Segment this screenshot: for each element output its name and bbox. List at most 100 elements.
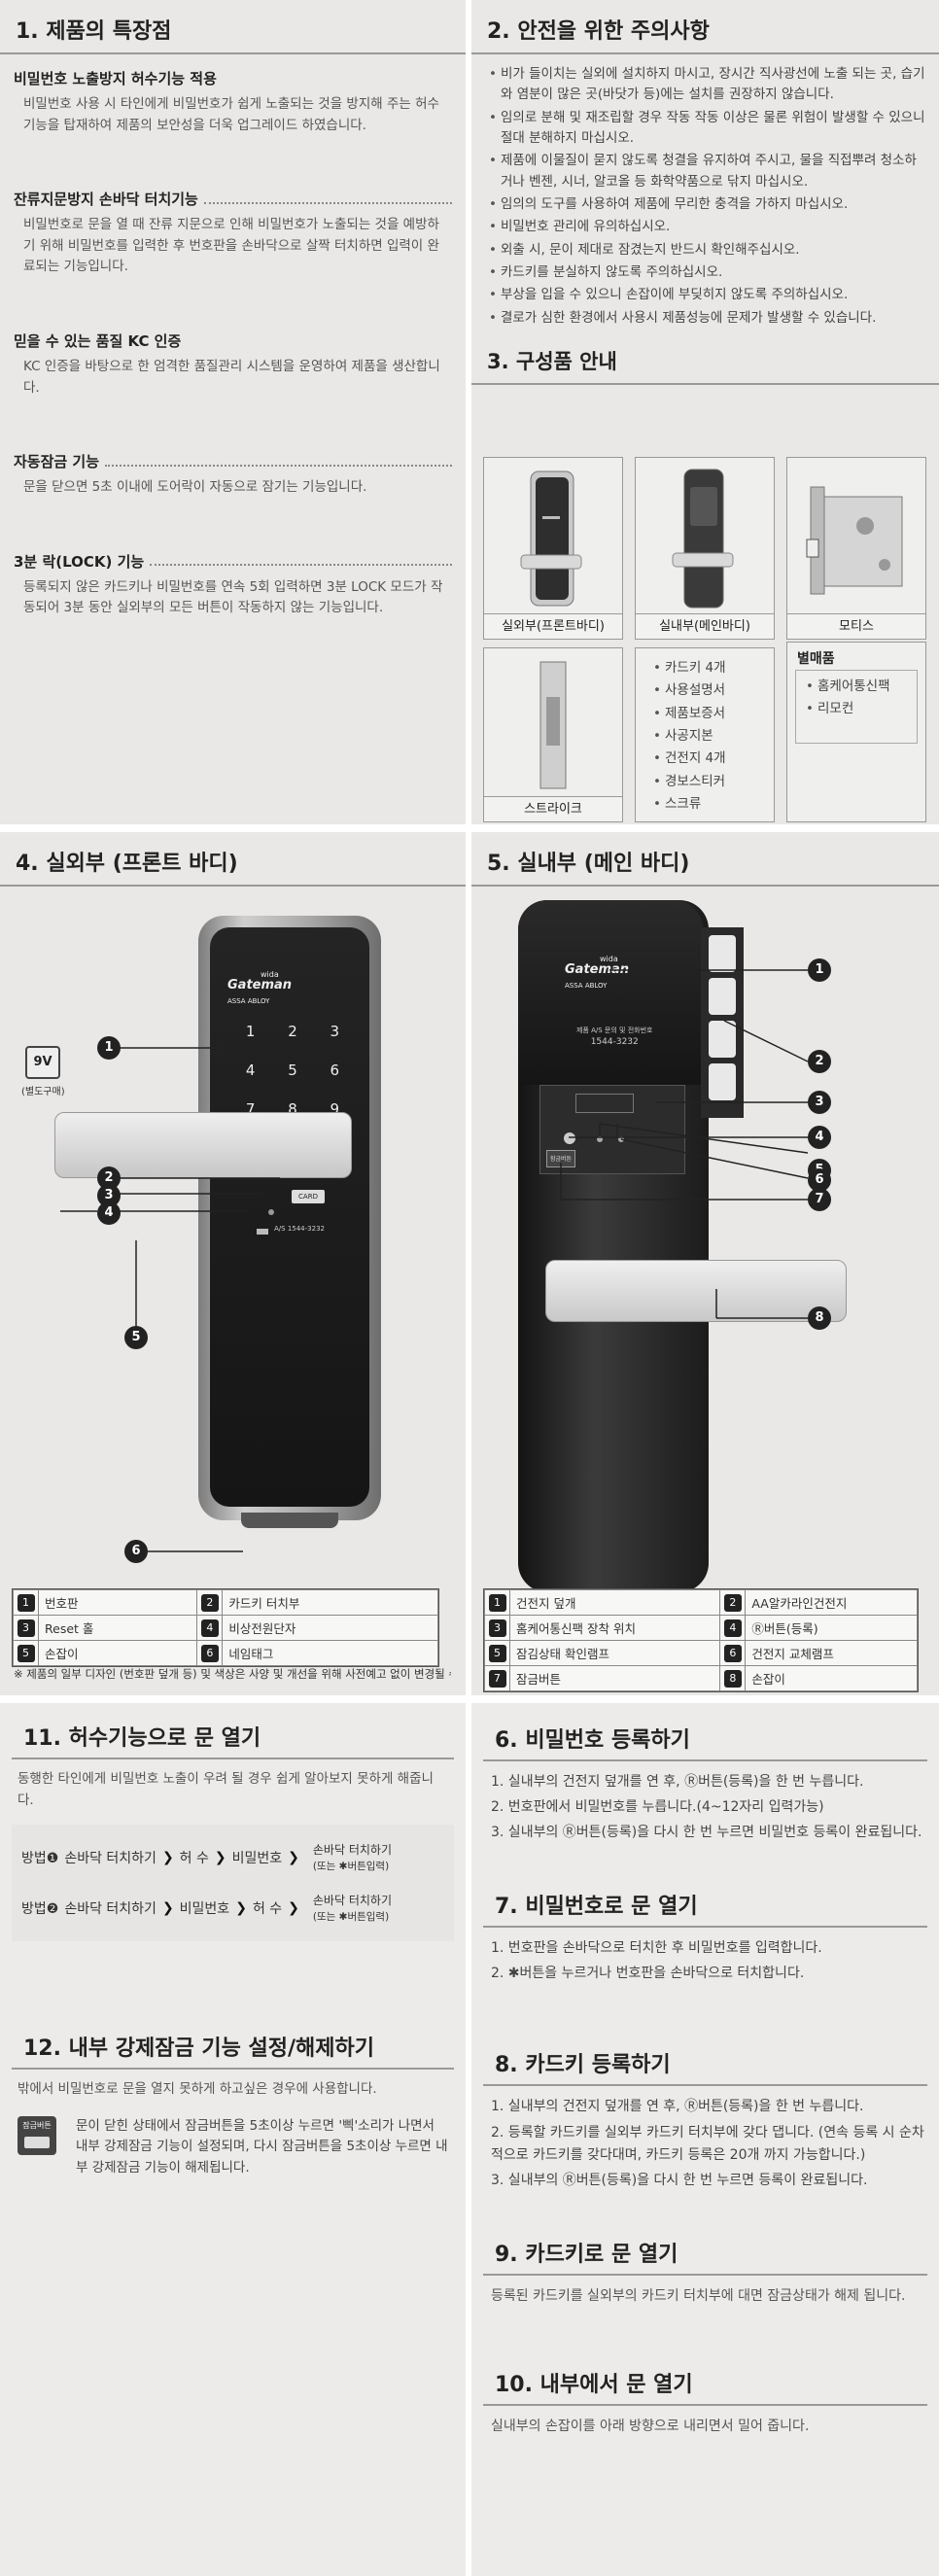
- dotted-leader: [150, 564, 452, 567]
- keypad-key[interactable]: 1: [245, 1023, 256, 1040]
- components-title: 3. 구성품 안내: [471, 338, 939, 385]
- method-2: 방법❷ 손바닥 터치하기❯ 비밀번호❯ 허 수❯ 손바닥 터치하기(또는 ✱버튼…: [21, 1894, 392, 1924]
- step-item: 2. ✱버튼을 누르거나 번호판을 손바닥으로 터치합니다.: [491, 1966, 805, 1982]
- legend-number: 6: [723, 1644, 742, 1662]
- comp-front-caption: 실외부(프론트바디): [484, 613, 622, 639]
- card-register-steps: 1. 실내부의 건전지 덮개를 연 후, Ⓡ버튼(등록)을 한 번 누릅니다. 2…: [471, 2096, 939, 2191]
- accessory-item: 건전지 4개: [653, 748, 770, 770]
- legend-label: 비상전원단자: [222, 1615, 438, 1641]
- callout-badge: 7: [808, 1188, 831, 1211]
- legend-label: 손잡이: [745, 1665, 918, 1691]
- feature-title: 잔류지문방지 손바닥 터치기능: [14, 189, 452, 209]
- step-item: 3. 실내부의 Ⓡ버튼(등록)을 다시 한 번 누르면 비밀번호 등록이 완료됩…: [491, 1825, 922, 1841]
- front-handle[interactable]: [54, 1112, 352, 1178]
- emergency-power-terminal: [257, 1229, 268, 1235]
- step-item: 1. 실내부의 건전지 덮개를 연 후, Ⓡ버튼(등록)을 한 번 누릅니다.: [491, 1774, 864, 1790]
- keypad-key[interactable]: 4: [245, 1062, 256, 1079]
- as-phone-text: A/S 1544-3232: [274, 1225, 325, 1233]
- arrow-icon: ❯: [161, 1850, 174, 1866]
- keypad-key[interactable]: 8: [288, 1100, 297, 1118]
- step-item: 1. 실내부의 건전지 덮개를 연 후, Ⓡ버튼(등록)을 한 번 누릅니다.: [491, 2099, 864, 2115]
- battery-cover[interactable]: wida Gateman ASSA ABLOY 제품 A/S 문의 및 전화번호…: [518, 900, 703, 1085]
- step-item: 2. 등록할 카드키를 실외부 카드키 터치부에 갖다 댑니다. (연속 등록 …: [491, 2124, 924, 2163]
- feature-desc: 비밀번호로 문을 열 때 잔류 지문으로 인해 비밀번호가 노출되는 것을 예방…: [23, 217, 439, 275]
- panel-front-body: 4. 실외부 (프론트 바디) wida Gateman ASSA ABLOY …: [0, 832, 466, 1695]
- dotted-leader: [105, 464, 452, 467]
- legend-label: Ⓡ버튼(등록): [745, 1615, 918, 1641]
- comp-mortise-caption: 모티스: [787, 613, 925, 639]
- callout-badge: 8: [808, 1306, 831, 1330]
- main-handle[interactable]: [545, 1260, 847, 1322]
- callout-badge: 2: [808, 1050, 831, 1073]
- accessory-item: 카드키 4개: [653, 658, 770, 679]
- lock-status-lamp: [597, 1136, 603, 1142]
- battery-9v-icon: 9V: [25, 1046, 60, 1079]
- arrow-icon: ❯: [288, 1850, 299, 1866]
- dotted-leader: [203, 201, 452, 204]
- keypad-key[interactable]: 3: [330, 1023, 340, 1040]
- legend-number: 3: [488, 1619, 506, 1637]
- legend-label: 번호판: [37, 1589, 198, 1616]
- legend-number: 7: [488, 1669, 506, 1688]
- card-open-desc: 등록된 카드키를 실외부의 카드키 터치부에 대면 잠금상태가 해제 됩니다.: [491, 2287, 906, 2304]
- callout-badge: 4: [808, 1126, 831, 1149]
- pw-register-steps: 1. 실내부의 건전지 덮개를 연 후, Ⓡ버튼(등록)을 한 번 누릅니다. 2…: [471, 1771, 939, 1844]
- legend-number: 2: [200, 1593, 219, 1612]
- legend-label: 네임태그: [222, 1640, 438, 1666]
- panel-safety: 2. 안전을 위한 주의사항 비가 들이치는 실외에 설치하지 마시고, 장시간…: [471, 0, 939, 824]
- features-title: 1. 제품의 특장점: [0, 0, 466, 54]
- extra-item: 리모컨: [806, 699, 913, 720]
- keypad-key[interactable]: 2: [288, 1023, 297, 1040]
- as-info: 제품 A/S 문의 및 전화번호 1544-3232: [576, 1027, 653, 1047]
- callout-badge: 1: [97, 1036, 121, 1060]
- safety-title: 2. 안전을 위한 주의사항: [471, 0, 939, 54]
- callout-badge: 4: [97, 1201, 121, 1225]
- dummy-desc: 동행한 타인에게 비밀번호 노출이 우려 될 경우 쉽게 알아보지 못하게 해줍…: [17, 1771, 434, 1808]
- legend-number: 3: [17, 1619, 35, 1637]
- accessory-item: 경보스티커: [653, 772, 770, 793]
- force-lock-desc: 밖에서 비밀번호로 문을 열지 못하게 하고싶은 경우에 사용합니다.: [17, 2081, 377, 2098]
- comp-front-body: 실외부(프론트바디): [483, 457, 623, 640]
- accessory-item: 제품보증서: [653, 704, 770, 725]
- keypad-key[interactable]: 7: [245, 1100, 256, 1118]
- keypad-key[interactable]: 5: [288, 1062, 297, 1079]
- keypad-key[interactable]: 6: [330, 1062, 340, 1079]
- legend-label: 카드키 터치부: [222, 1589, 438, 1616]
- legend-number: 4: [723, 1619, 742, 1637]
- card-open-title: 9. 카드키로 문 열기: [483, 2231, 927, 2276]
- extra-title: 별매품: [797, 651, 835, 667]
- battery-lamp: [618, 1136, 624, 1142]
- front-logo: wida Gateman ASSA ABLOY: [227, 970, 293, 1005]
- arrow-icon: ❯: [288, 1900, 299, 1917]
- legend-label: 잠김상태 확인램프: [508, 1640, 721, 1666]
- panel-main-body: 5. 실내부 (메인 바디) wida Gateman ASSA ABLOY 제…: [471, 832, 939, 1695]
- safety-item: 비밀번호 관리에 유의하십시오.: [489, 217, 927, 238]
- register-button[interactable]: [564, 1132, 575, 1144]
- legend-label: 잠금버튼: [508, 1665, 721, 1691]
- legend-number: 8: [723, 1669, 742, 1688]
- comp-main-caption: 실내부(메인바디): [636, 613, 774, 639]
- callout-badge: 1: [808, 958, 831, 982]
- main-body-illustration: [672, 469, 734, 609]
- reset-hole[interactable]: [268, 1209, 274, 1215]
- safety-item: 임의의 도구를 사용하여 제품에 무리한 충격을 가하지 마십시오.: [489, 194, 927, 216]
- accessories-list: 카드키 4개사용설명서제품보증서사공지본건전지 4개경보스티커스크류: [636, 648, 774, 816]
- comp-accessories: 카드키 4개사용설명서제품보증서사공지본건전지 4개경보스티커스크류: [635, 647, 775, 822]
- card-touch-area[interactable]: CARD: [292, 1190, 325, 1203]
- name-tag: [241, 1513, 338, 1528]
- feature-title: 자동잠금 기능: [14, 451, 452, 471]
- lock-button[interactable]: 잠금버튼: [546, 1150, 575, 1167]
- front-body-illustration: [520, 470, 582, 607]
- step-item: 2. 번호판에서 비밀번호를 누릅니다.(4~12자리 입력가능): [491, 1799, 824, 1816]
- force-lock-title: 12. 내부 강제잠금 기능 설정/해제하기: [12, 2025, 454, 2071]
- comp-main-body: 실내부(메인바디): [635, 457, 775, 640]
- keypad-key[interactable]: 9: [330, 1100, 340, 1118]
- arrow-icon: ❯: [214, 1850, 226, 1866]
- legend-label: 건전지 덮개: [508, 1589, 721, 1616]
- safety-item: 부상을 입을 수 있으니 손잡이에 부딪히지 않도록 주의하십시오.: [489, 285, 927, 306]
